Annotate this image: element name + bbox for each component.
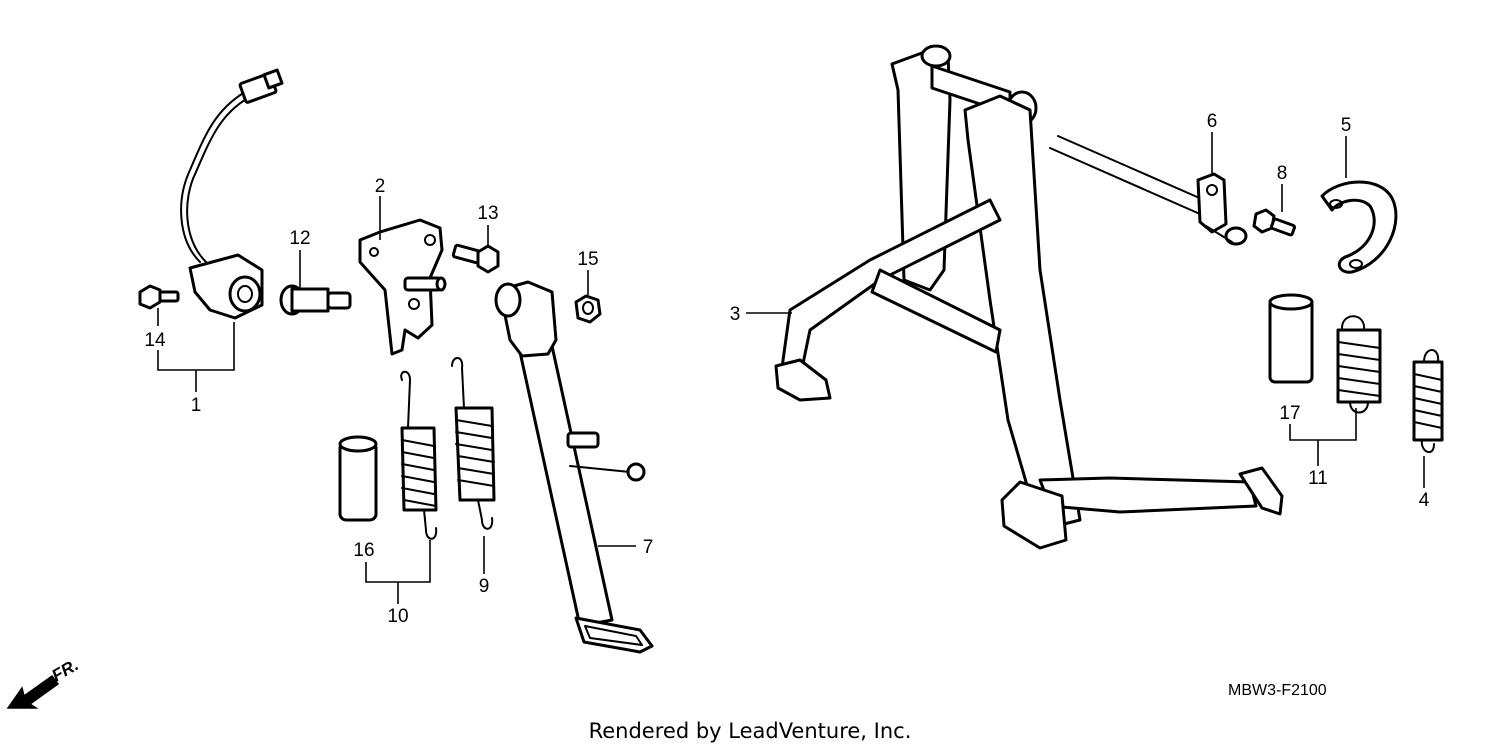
part-13-bolt: [451, 243, 500, 274]
callout-2: 2: [375, 176, 386, 197]
leader-lines: [157, 132, 1425, 604]
callout-8: 8: [1277, 163, 1288, 184]
part-7-side-stand: [494, 280, 654, 654]
callout-13: 13: [477, 203, 498, 224]
part-10-spring: [400, 370, 438, 540]
callout-15: 15: [577, 249, 598, 270]
part-16-collar: [338, 435, 378, 522]
front-direction-marker: FR.: [6, 655, 82, 709]
part-6-pivot-shaft: [1196, 172, 1248, 246]
diagram-code: MBW3-F2100: [1228, 682, 1327, 699]
part-12-collar-bolt: [279, 284, 352, 316]
callout-3: 3: [730, 304, 741, 325]
part-2-bracket: [358, 218, 447, 356]
callout-labels: 1 2 3 4 5 6 7 8 9 10 11 12 13 14 15 16 1…: [144, 111, 1429, 627]
part-5-hook-plate: [1320, 180, 1398, 274]
callout-14: 14: [144, 330, 166, 351]
side-stand-switch: [180, 68, 284, 320]
part-3-main-stand: [774, 44, 1284, 550]
callout-9: 9: [479, 576, 490, 597]
part-11-spring: [1336, 315, 1382, 414]
callout-10: 10: [387, 606, 408, 627]
part-15-nut: [574, 294, 602, 324]
callout-17: 17: [1279, 403, 1300, 424]
part-8-bolt: [1252, 208, 1296, 237]
callout-11: 11: [1308, 468, 1328, 489]
callout-16: 16: [353, 540, 374, 561]
part-9-spring: [451, 357, 496, 530]
callout-12: 12: [289, 228, 310, 249]
credit-text: Rendered by LeadVenture, Inc.: [589, 719, 912, 743]
callout-1: 1: [191, 395, 202, 416]
front-arrow-icon: [6, 674, 60, 709]
callout-6: 6: [1207, 111, 1218, 132]
part-17-collar: [1268, 293, 1314, 384]
callout-5: 5: [1341, 115, 1352, 136]
callout-4: 4: [1419, 490, 1430, 511]
callout-7: 7: [643, 537, 654, 558]
part-4-spring: [1412, 349, 1444, 454]
part-14-bolt: [138, 284, 180, 310]
